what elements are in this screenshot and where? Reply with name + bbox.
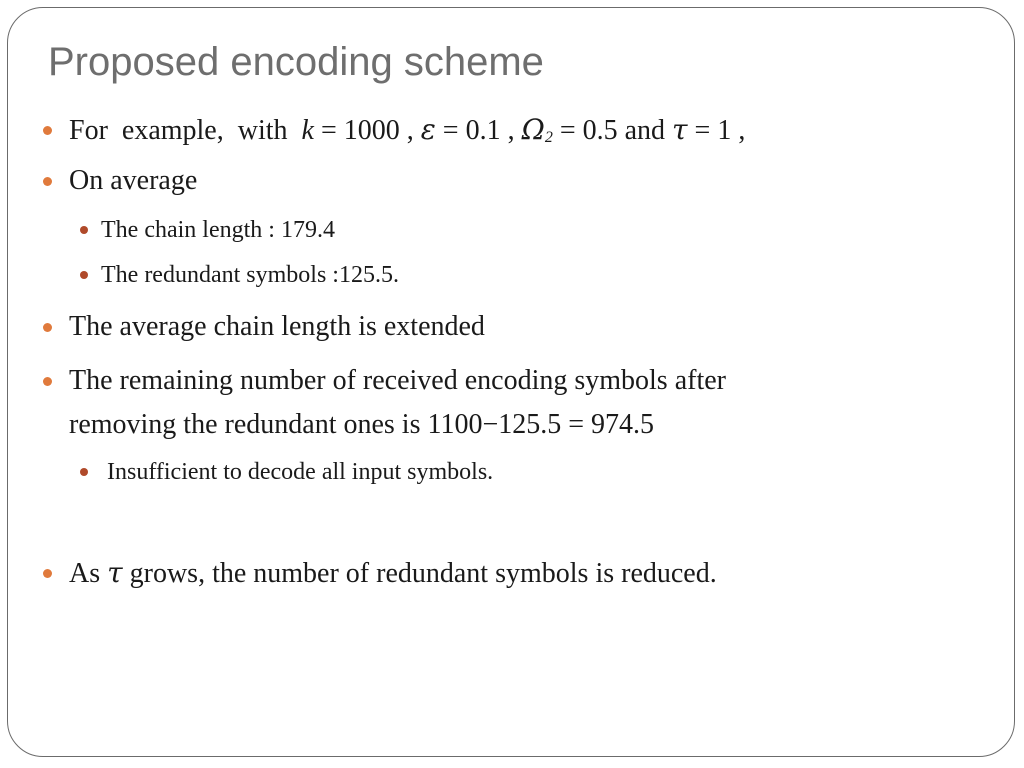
var-tau: τ [107, 556, 123, 589]
list-item-remaining-line1: The remaining number of received encodin… [69, 365, 726, 396]
omega-equation: = 0.5 and [552, 115, 673, 146]
list-item-insufficient: Insufficient to decode all input symbols… [107, 459, 494, 485]
list-item-example: For example, with k = 1000 , ε = 0.1 , Ω… [69, 108, 745, 160]
bullet-icon [43, 126, 52, 135]
slide-title: Proposed encoding scheme [48, 40, 544, 84]
bullet-icon [43, 323, 52, 332]
var-omega: Ω [521, 113, 545, 146]
bullet-icon [43, 177, 52, 186]
list-item-redundant-symbols: The redundant symbols :125.5. [101, 262, 399, 288]
list-item-remaining-line2: removing the redundant ones is 1100−125.… [69, 409, 655, 440]
tau-grows-lead: As [69, 558, 108, 589]
bullet-icon [43, 569, 52, 578]
var-tau: τ [672, 113, 688, 146]
epsilon-equation: = 0.1 , [435, 115, 522, 146]
list-item-tau-grows: As τ grows, the number of redundant symb… [69, 551, 717, 596]
var-epsilon: ε [420, 113, 436, 146]
sub-bullet-icon [80, 271, 88, 279]
sub-bullet-icon [80, 468, 88, 476]
bullet-icon [43, 377, 52, 386]
list-item-average-extended: The average chain length is extended [69, 311, 485, 342]
tau-equation: = 1 , [687, 115, 746, 146]
list-item-on-average: On average [69, 165, 198, 196]
var-k: k [301, 115, 314, 146]
slide-frame [7, 7, 1015, 757]
example-lead: For example, with [69, 115, 302, 146]
k-equation: = 1000 , [313, 115, 421, 146]
sub-bullet-icon [80, 226, 88, 234]
list-item-chain-length: The chain length : 179.4 [101, 217, 335, 243]
tau-grows-rest: grows, the number of redundant symbols i… [122, 558, 717, 589]
omega-subscript: 2 [544, 129, 553, 146]
